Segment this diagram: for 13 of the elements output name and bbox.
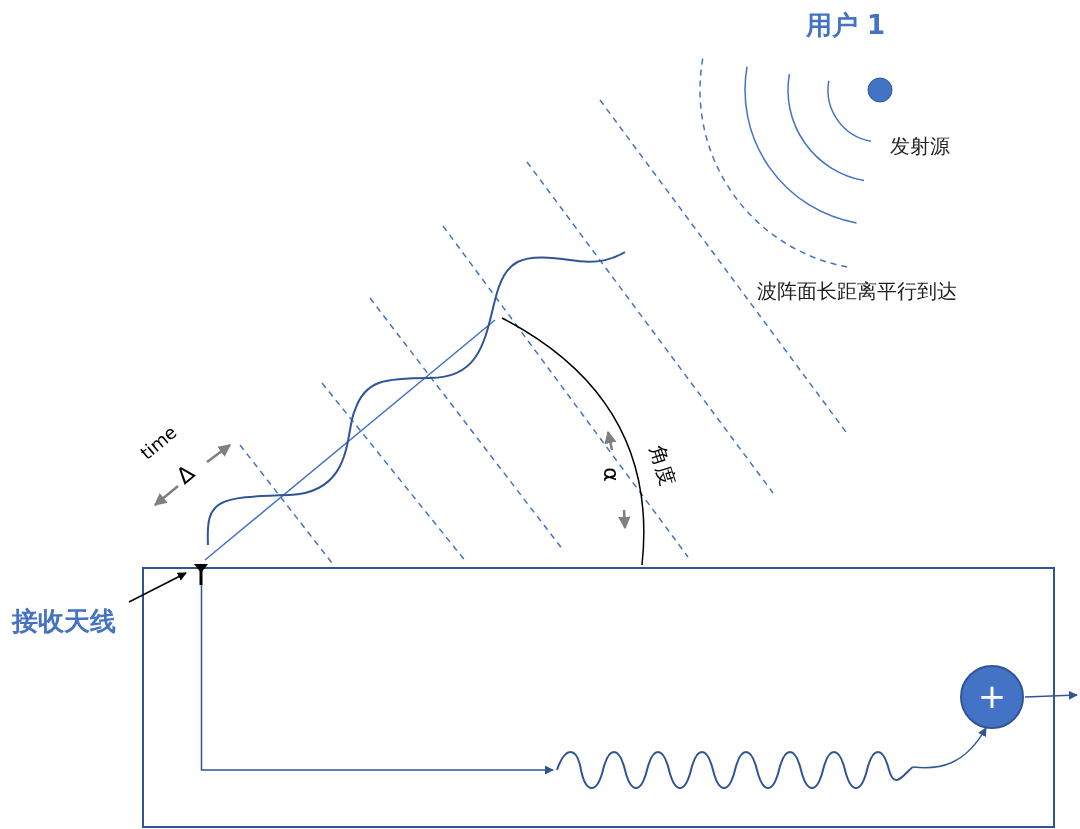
source-label: 发射源 bbox=[890, 133, 950, 160]
arrow bbox=[912, 727, 987, 769]
panel-box bbox=[142, 567, 1055, 828]
arrow bbox=[1024, 690, 1078, 700]
arrow bbox=[200, 584, 554, 775]
summation-circle: + bbox=[960, 665, 1024, 729]
leader-line bbox=[128, 572, 187, 603]
antenna-label: 接收天线 bbox=[12, 604, 137, 644]
user-label: 用户 1 bbox=[806, 9, 886, 42]
wavefront-note: 波阵面长距离平行到达 bbox=[757, 278, 957, 305]
alpha-symbol: α bbox=[598, 467, 624, 482]
angle-label: 角度 bbox=[643, 442, 681, 489]
antenna-icon bbox=[194, 563, 209, 585]
